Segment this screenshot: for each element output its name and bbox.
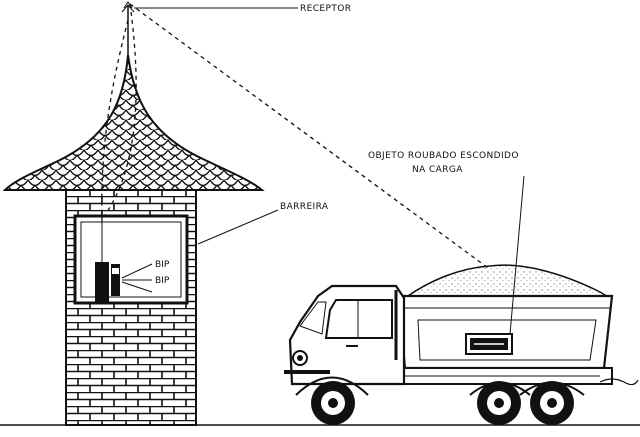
signal-path-transmitter: [129, 3, 489, 269]
bip-unit: [95, 262, 109, 302]
objeto-leader: [509, 175, 525, 335]
bip-label-1: BIP: [155, 260, 170, 270]
barreira-label: BARREIRA: [280, 202, 329, 212]
bip-label-2: BIP: [155, 276, 170, 286]
cab-window: [324, 299, 393, 339]
receptor-label: RECEPTOR: [300, 4, 351, 14]
signal-path-roof: [104, 3, 137, 216]
objeto-label-line2: NA CARGA: [412, 165, 463, 175]
dump-truck: [284, 264, 639, 425]
cargo-pile: [402, 264, 613, 299]
rear-wheel-2: [530, 381, 574, 425]
front-wheel: [311, 381, 355, 425]
barreira-leader: [197, 209, 279, 245]
dump-body: [396, 294, 614, 370]
objeto-label-line1: OBJETO ROUBADO ESCONDIDO: [368, 151, 519, 161]
guard-house: BIP BIP: [2, 1, 265, 426]
rear-wheel-1: [477, 381, 521, 425]
house-roof: [2, 54, 265, 191]
